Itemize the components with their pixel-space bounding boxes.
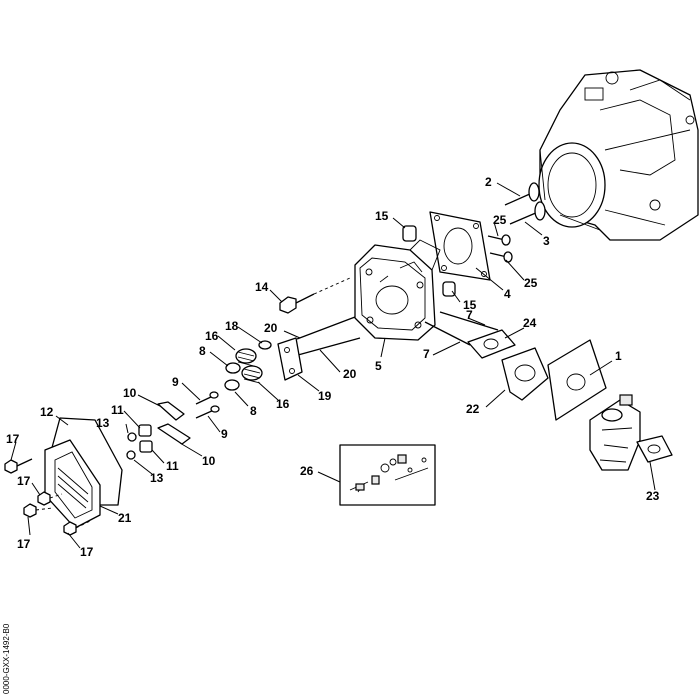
cover-bolt-1 [4,458,33,474]
callout-16-upper: 16 [205,329,219,343]
callout-14: 14 [255,280,269,294]
callout-9-upper: 9 [172,375,179,389]
manifold-bolt-lower [424,321,471,346]
callout-8-lower: 8 [250,404,257,418]
callout-17-d: 17 [80,545,94,559]
callout-10-lower: 10 [202,454,216,468]
callout-11-upper: 11 [111,403,124,417]
callout-7-upper: 7 [466,308,473,322]
callout-20-upper: 20 [264,321,278,335]
manifold-bolt-upper [439,311,499,331]
rocker-arm-lower [157,423,191,445]
valve-intake [504,182,540,206]
callout-13-lower: 13 [150,471,164,485]
callout-1: 1 [615,349,622,363]
callout-18: 18 [225,319,239,333]
callout-21: 21 [118,511,132,525]
callout-17-a: 17 [6,432,20,446]
engine-block [538,69,699,241]
callout-7-lower: 7 [423,347,430,361]
callout-17-c: 17 [17,537,31,551]
callout-16-lower: 16 [276,397,290,411]
callout-2: 2 [485,175,492,189]
guide-plate [277,337,303,381]
callout-12: 12 [40,405,54,419]
callout-3: 3 [543,234,550,248]
push-rod-upper [296,316,356,340]
image-code: 0000-GXX-1492-B0 [2,623,11,694]
spring-retainer-lower [224,379,240,391]
carburetor-repair-kit [339,444,436,506]
callout-8-upper: 8 [199,344,206,358]
callout-26: 26 [300,464,314,478]
dowel-pin-lower [442,281,456,297]
cover-bolt-4 [63,519,93,536]
washer-lower [126,450,136,460]
carburetor [589,394,641,471]
valve-exhaust [509,201,546,225]
cover-bolt-2 [37,491,63,506]
valve-spring-lower [241,365,263,384]
valve-spring-upper [235,348,257,367]
head-bolt [279,277,351,314]
push-rod-lower [297,337,361,356]
callout-23: 23 [646,489,660,503]
callout-15-upper: 15 [375,209,389,223]
washer-upper [127,432,137,442]
dowel-pin-upper [402,225,417,242]
callout-15-lower: 15 [463,298,477,312]
rocker-nut-upper [138,424,152,437]
rocker-arm-upper [157,401,185,421]
spring-retainer-upper [225,362,241,374]
insulator-spacer [501,347,549,401]
callout-20-lower: 20 [343,367,357,381]
head-gasket [429,211,491,281]
carburetor-base-gasket [636,435,673,463]
leader-lines [10,182,656,549]
callout-22: 22 [466,402,480,416]
cover-bolt-3 [23,503,53,518]
rocker-pivot-upper [195,391,219,405]
carburetor-gasket [547,339,607,421]
callout-24: 24 [523,316,537,330]
callout-17-b: 17 [17,474,31,488]
callout-5: 5 [375,359,382,373]
callout-10-upper: 10 [123,386,137,400]
stud-upper [487,234,511,246]
rocker-pivot-lower [195,405,220,419]
callout-9-lower: 9 [221,427,228,441]
rocker-nut-lower [139,440,153,453]
callout-4: 4 [504,287,511,301]
callout-19: 19 [318,389,332,403]
intake-gasket [467,329,516,359]
callout-25-upper: 25 [493,213,507,227]
callout-11-lower: 11 [166,459,179,473]
cylinder-head [354,239,441,341]
callout-numbers: 1 2 3 4 5 7 7 8 8 9 9 10 10 11 11 12 13 … [6,175,660,559]
stud-lower [489,251,513,263]
callout-25-lower: 25 [524,276,538,290]
callout-13-upper: 13 [96,416,110,430]
